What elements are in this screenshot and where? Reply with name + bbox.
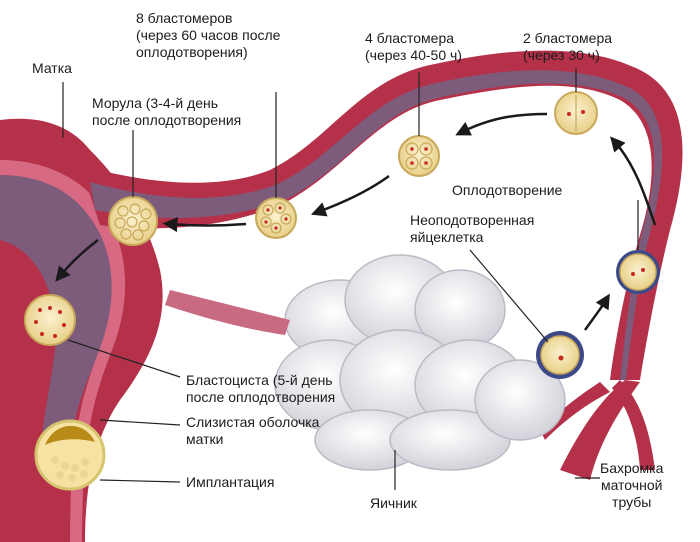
arrow-4-to-8 bbox=[310, 174, 390, 217]
label-eight-blastomeres: 8 бластомеров (через 60 часов после опло… bbox=[136, 10, 281, 60]
arrow-8-to-morula bbox=[162, 217, 247, 233]
unfertilized-egg bbox=[536, 331, 584, 379]
label-four-blastomeres: 4 бластомера (через 40-50 ч) bbox=[365, 30, 462, 63]
label-morula: Морула (3-4-й день после оплодотворения bbox=[92, 95, 242, 128]
label-fimbriae: Бахромка маточной трубы bbox=[600, 460, 664, 510]
ovary bbox=[274, 254, 566, 471]
implantation-embryo bbox=[34, 419, 106, 491]
label-uterus: Матка bbox=[32, 60, 72, 76]
four-blastomere-cell bbox=[398, 135, 440, 177]
leader-lines bbox=[62, 68, 639, 490]
eight-blastomere-cell bbox=[255, 197, 297, 239]
fertilized-egg bbox=[616, 250, 660, 294]
label-blastocyst: Бластоциста (5-й день после оплодотворен… bbox=[186, 372, 336, 405]
label-unfertilized-egg: Неоподотворенная яйцеклетка bbox=[410, 212, 535, 245]
blastocyst-cell bbox=[24, 294, 76, 346]
ovarian-ligament bbox=[165, 290, 290, 335]
label-implantation: Имплантация bbox=[186, 474, 275, 490]
label-ovary: Яичник bbox=[370, 495, 417, 511]
fimbriae bbox=[540, 380, 655, 480]
label-mucosa: Слизистая оболочка матки bbox=[186, 414, 320, 447]
label-two-blastomeres: 2 бластомера (через 30 ч) bbox=[523, 30, 613, 63]
arrow-egg-to-fertilization bbox=[583, 293, 610, 331]
label-fertilization: Оплодотворение bbox=[452, 182, 563, 198]
morula-cell bbox=[108, 196, 158, 246]
arrow-fertilization-to-2 bbox=[610, 136, 657, 226]
arrows bbox=[55, 112, 657, 331]
arrow-2-to-4 bbox=[455, 112, 548, 136]
two-blastomere-cell bbox=[554, 91, 598, 135]
arrow-morula-to-blastocyst bbox=[55, 239, 99, 282]
